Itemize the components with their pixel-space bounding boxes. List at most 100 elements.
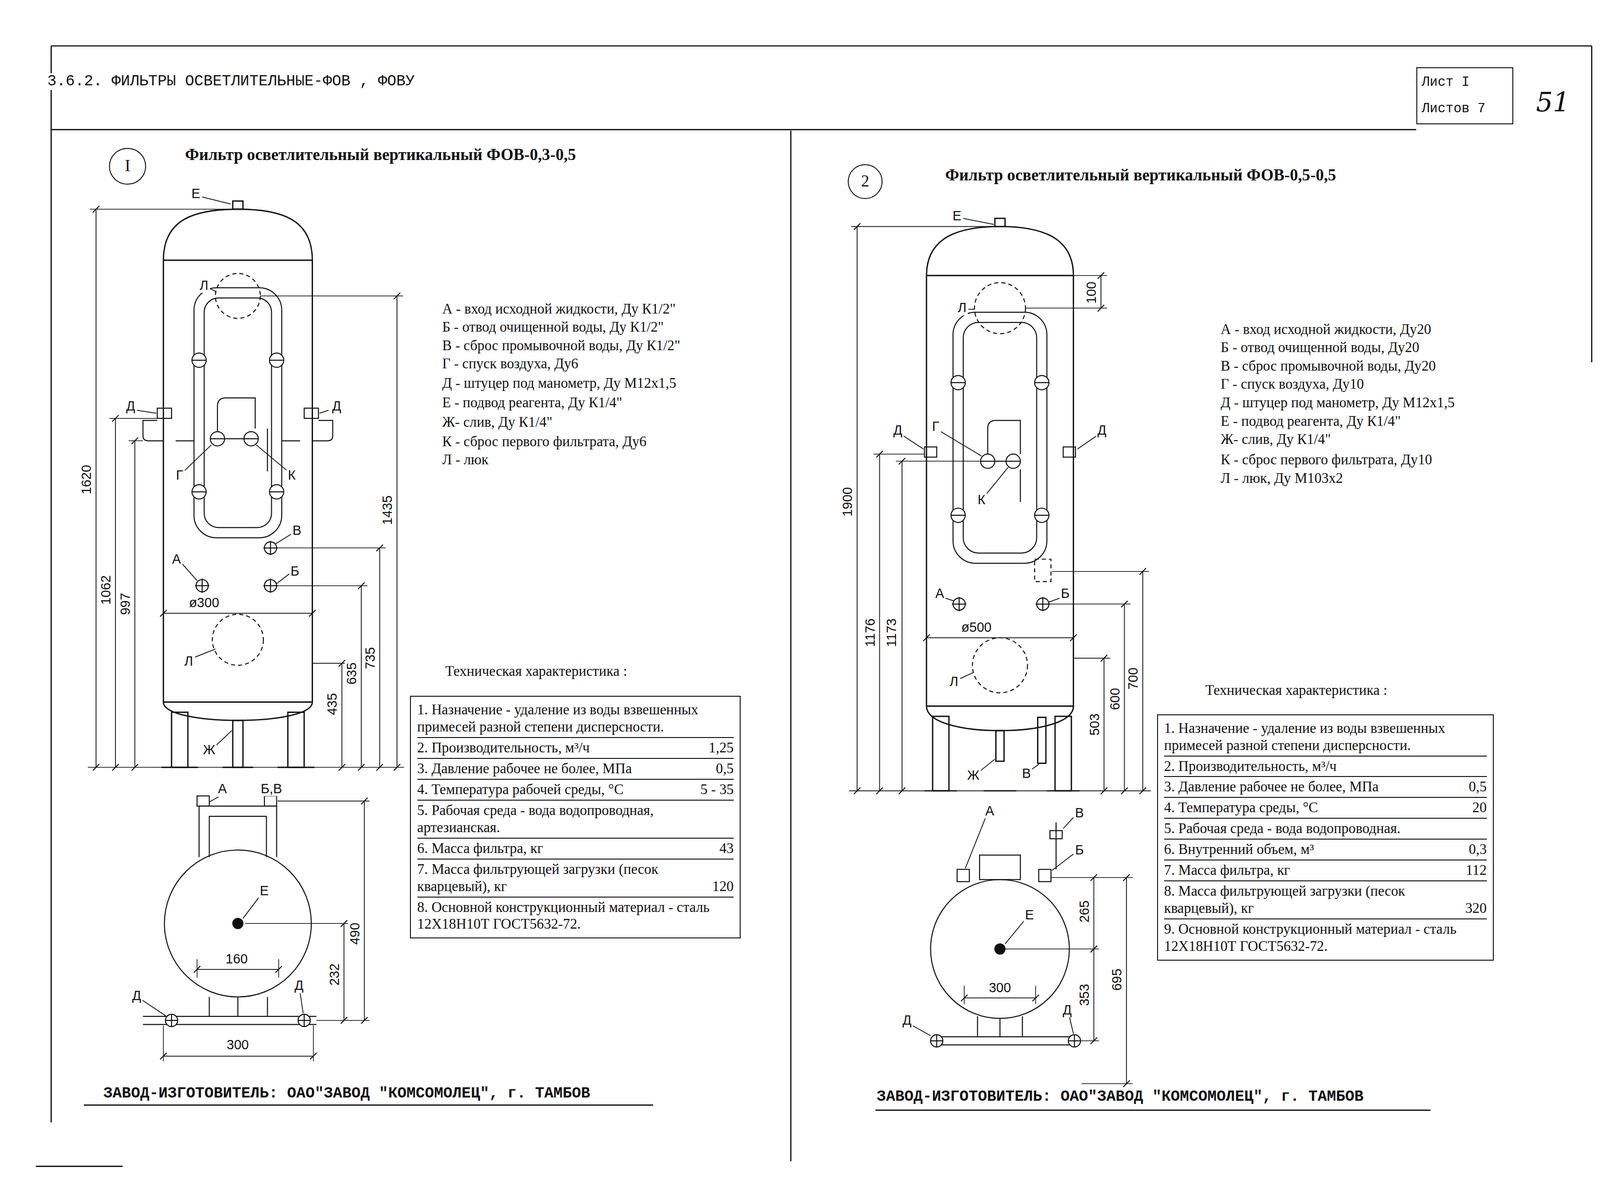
spec-item: 9. Основной конструкционный материал - с…: [1164, 920, 1487, 955]
filter-vessel: [932, 716, 949, 791]
dimension-value: 300: [987, 980, 1013, 995]
piping: [924, 312, 1076, 564]
legend-line: Л - люк: [440, 452, 490, 468]
dimension-value: 160: [224, 951, 250, 967]
dimension-value: 1173: [884, 616, 899, 649]
dimension-line: [96, 209, 397, 1056]
spec-table: 1. Назначение - удаление из воды взвешен…: [409, 695, 741, 939]
extension-line: [849, 226, 1152, 1084]
part-letter: А: [983, 803, 996, 819]
dimension-line: [396, 295, 398, 768]
plan-view: [979, 854, 1021, 880]
legend-line: Л - люк, Ду М103х2: [1219, 470, 1345, 487]
valve: [192, 360, 284, 493]
spec-item: 7. Масса фильтрующей загрузки (песок ква…: [417, 860, 699, 896]
plan-view: [197, 795, 210, 807]
extension-line: [964, 877, 1133, 1084]
table-row: 7. Масса фильтра, кг112: [1164, 860, 1487, 882]
table-row: 4. Температура среды, °С20: [1164, 797, 1487, 819]
dimension-line: [1103, 658, 1105, 791]
filter-vessel: [924, 218, 1080, 791]
dimension-value: ø300: [187, 595, 221, 610]
leader-line: [136, 197, 329, 1017]
table-row: 5. Рабочая среда - вода водопроводная.: [1164, 818, 1487, 840]
spec-value: 0,5: [1463, 778, 1487, 796]
part-letter: Е: [1023, 908, 1036, 923]
part-letter: В: [291, 523, 303, 538]
table-row: 9. Основной конструкционный материал - с…: [1164, 919, 1487, 957]
spec-item: 3. Давление рабочее не более, МПа: [1164, 778, 1464, 796]
part-letter: Д: [124, 398, 137, 414]
nozzle: [952, 596, 1050, 612]
piping: [924, 447, 937, 458]
nozzle: [952, 596, 1050, 612]
dimension-line: [856, 226, 858, 791]
table-row: 8. Масса фильтрующей загрузки (песок ква…: [1164, 881, 1487, 920]
dimension-line: [360, 585, 362, 768]
legend-line: К - сброс первого фильтрата, Ду6: [440, 434, 648, 450]
hatch: [972, 637, 1028, 693]
hatch: [974, 282, 1026, 334]
part-letter: Б,В: [259, 781, 284, 796]
spec-table: 1. Назначение - удаление из воды взвешен…: [1157, 714, 1494, 961]
piping: [157, 408, 172, 419]
table-caption: Техническая характеристика :: [443, 663, 629, 680]
spec-value: 320: [1463, 899, 1487, 917]
part-letter: Б: [1059, 586, 1071, 602]
filter-vessel: [1055, 716, 1072, 791]
dimension-line: [341, 663, 343, 768]
table-row: 3. Давление рабочее не более, МПа0,5: [1164, 776, 1487, 798]
sheet-field: Лист I: [1421, 75, 1508, 91]
dimension-line: [163, 612, 313, 614]
part-letter: В: [1073, 806, 1086, 821]
part-letter: Л: [956, 300, 968, 316]
part-letter: Д: [901, 1012, 913, 1028]
valve: [951, 375, 1050, 523]
dimension-value: 700: [1126, 665, 1141, 692]
filter-vessel: [926, 226, 1074, 731]
part-letter: Ж: [201, 742, 217, 757]
spec-item: 4. Температура среды, °С: [1164, 799, 1464, 817]
dimension-value: 997: [118, 591, 133, 617]
legend-line: Б - отвод очищенной воды, Ду20: [1219, 339, 1421, 356]
plan-view: [930, 1034, 1081, 1047]
table-row: 7. Масса фильтрующей загрузки (песок ква…: [417, 859, 734, 898]
dimension-line: [379, 547, 381, 768]
sheet-title: 3.6.2. ФИЛЬТРЫ ОСВЕТЛИТЕЛЬНЫЕ-ФОВ , ФОВУ: [45, 73, 416, 90]
legend-line: К - сброс первого фильтрата, Ду10: [1219, 452, 1434, 468]
part-letter: А: [934, 586, 946, 602]
part-letter: Д: [891, 423, 904, 438]
spec-item: 6. Масса фильтра, кг: [417, 839, 699, 858]
part-letter: А: [216, 781, 229, 796]
part-letter: В: [1020, 766, 1033, 781]
dimension-line: [343, 923, 345, 1021]
valve: [192, 352, 284, 500]
plan-view: [264, 795, 277, 807]
dimension-line: [1093, 877, 1095, 949]
view-number-text: 2: [861, 172, 870, 191]
spec-item: 6. Внутренний объем, м³: [1164, 840, 1464, 858]
part-letter: Л: [948, 674, 960, 689]
legend-line: А - вход исходной жидкости, Ду20: [1219, 321, 1433, 338]
legend-line: А - вход исходной жидкости, Ду К1/2": [440, 301, 677, 318]
spec-value: 112: [1463, 861, 1487, 879]
table-row: 6. Внутренний объем, м³0,3: [1164, 839, 1487, 861]
dimension-line: [134, 440, 136, 768]
part-letter: Б: [1073, 842, 1086, 858]
spec-item: 5. Рабочая среда - вода водопроводная, а…: [417, 801, 734, 837]
part-letter: Г: [930, 419, 941, 434]
spec-item: 2. Производительность, м³/ч: [1164, 757, 1487, 775]
part-letter: Б: [288, 563, 301, 579]
spec-item: 8. Основной конструкционный материал - с…: [417, 898, 734, 934]
filter-vessel: [994, 218, 1005, 227]
dimension-line: [879, 454, 881, 791]
legend-line: Б - отвод очищенной воды, Ду К1/2": [440, 319, 666, 336]
legend-line: Д - штуцер под манометр, Ду М12х1,5: [440, 375, 678, 392]
spec-item: 3. Давление рабочее не более, МПа: [417, 760, 699, 778]
view-title: Фильтр осветлительный вертикальный ФОВ-0…: [943, 166, 1338, 185]
spec-value: 20: [1463, 799, 1487, 817]
manufacturer-note: ЗАВОД-ИЗГОТОВИТЕЛЬ: ОАО"ЗАВОД "КОМСОМОЛЕ…: [102, 1085, 592, 1102]
part-letter: Д: [330, 398, 343, 414]
piping: [304, 408, 319, 419]
